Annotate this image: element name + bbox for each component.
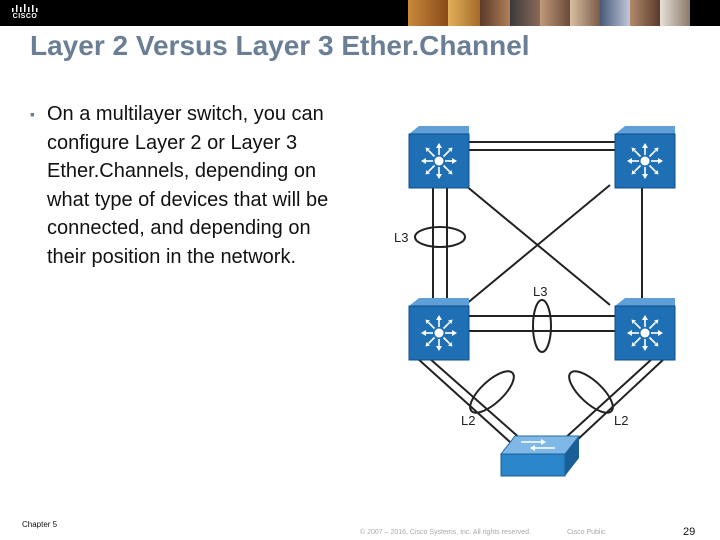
cisco-bars-icon — [12, 4, 38, 12]
page-number: 29 — [683, 526, 696, 538]
footer-classification: Cisco Public — [567, 529, 606, 536]
bullet-text: On a multilayer switch, you can configur… — [47, 103, 329, 268]
footer-chapter: Chapter 5 — [22, 520, 58, 529]
etherchannel-bundle — [469, 370, 515, 414]
photo-tile — [540, 0, 570, 26]
link-lines — [416, 141, 666, 443]
etherchannel-bundle — [532, 299, 552, 353]
logo-text: CISCO — [12, 13, 38, 20]
slide-title: Layer 2 Versus Layer 3 Ether.Channel — [30, 30, 530, 61]
etherchannel-bundle — [568, 370, 614, 414]
header-photo-strip — [408, 0, 720, 26]
photo-tile — [630, 0, 660, 26]
multilayer-switch-bottom-left — [408, 298, 470, 361]
photo-tile — [660, 0, 690, 26]
photo-tile — [448, 0, 480, 26]
access-switch — [499, 435, 581, 477]
photo-tile — [600, 0, 630, 26]
header-bar: CISCO — [0, 0, 720, 26]
label-l3-left: L3 — [394, 230, 408, 245]
etherchannel-diagram: L3 L3 L2 L2 — [394, 126, 676, 477]
etherchannel-bundle — [414, 226, 466, 248]
label-l2-left: L2 — [461, 413, 475, 428]
cisco-logo: CISCO — [8, 4, 42, 22]
multilayer-switch-top-left — [408, 126, 470, 189]
square-bullet-icon: ▪ — [30, 106, 35, 122]
photo-tile — [480, 0, 510, 26]
multilayer-switch-top-right — [614, 126, 676, 189]
label-l3-middle: L3 — [533, 284, 547, 299]
photo-tile — [510, 0, 540, 26]
photo-tile — [570, 0, 600, 26]
multilayer-switch-bottom-right — [614, 298, 676, 361]
label-l2-right: L2 — [614, 413, 628, 428]
footer-copyright: © 2007 – 2016, Cisco Systems, Inc. All r… — [360, 529, 531, 536]
photo-tile — [408, 0, 448, 26]
etherchannel-bundles — [414, 226, 614, 414]
